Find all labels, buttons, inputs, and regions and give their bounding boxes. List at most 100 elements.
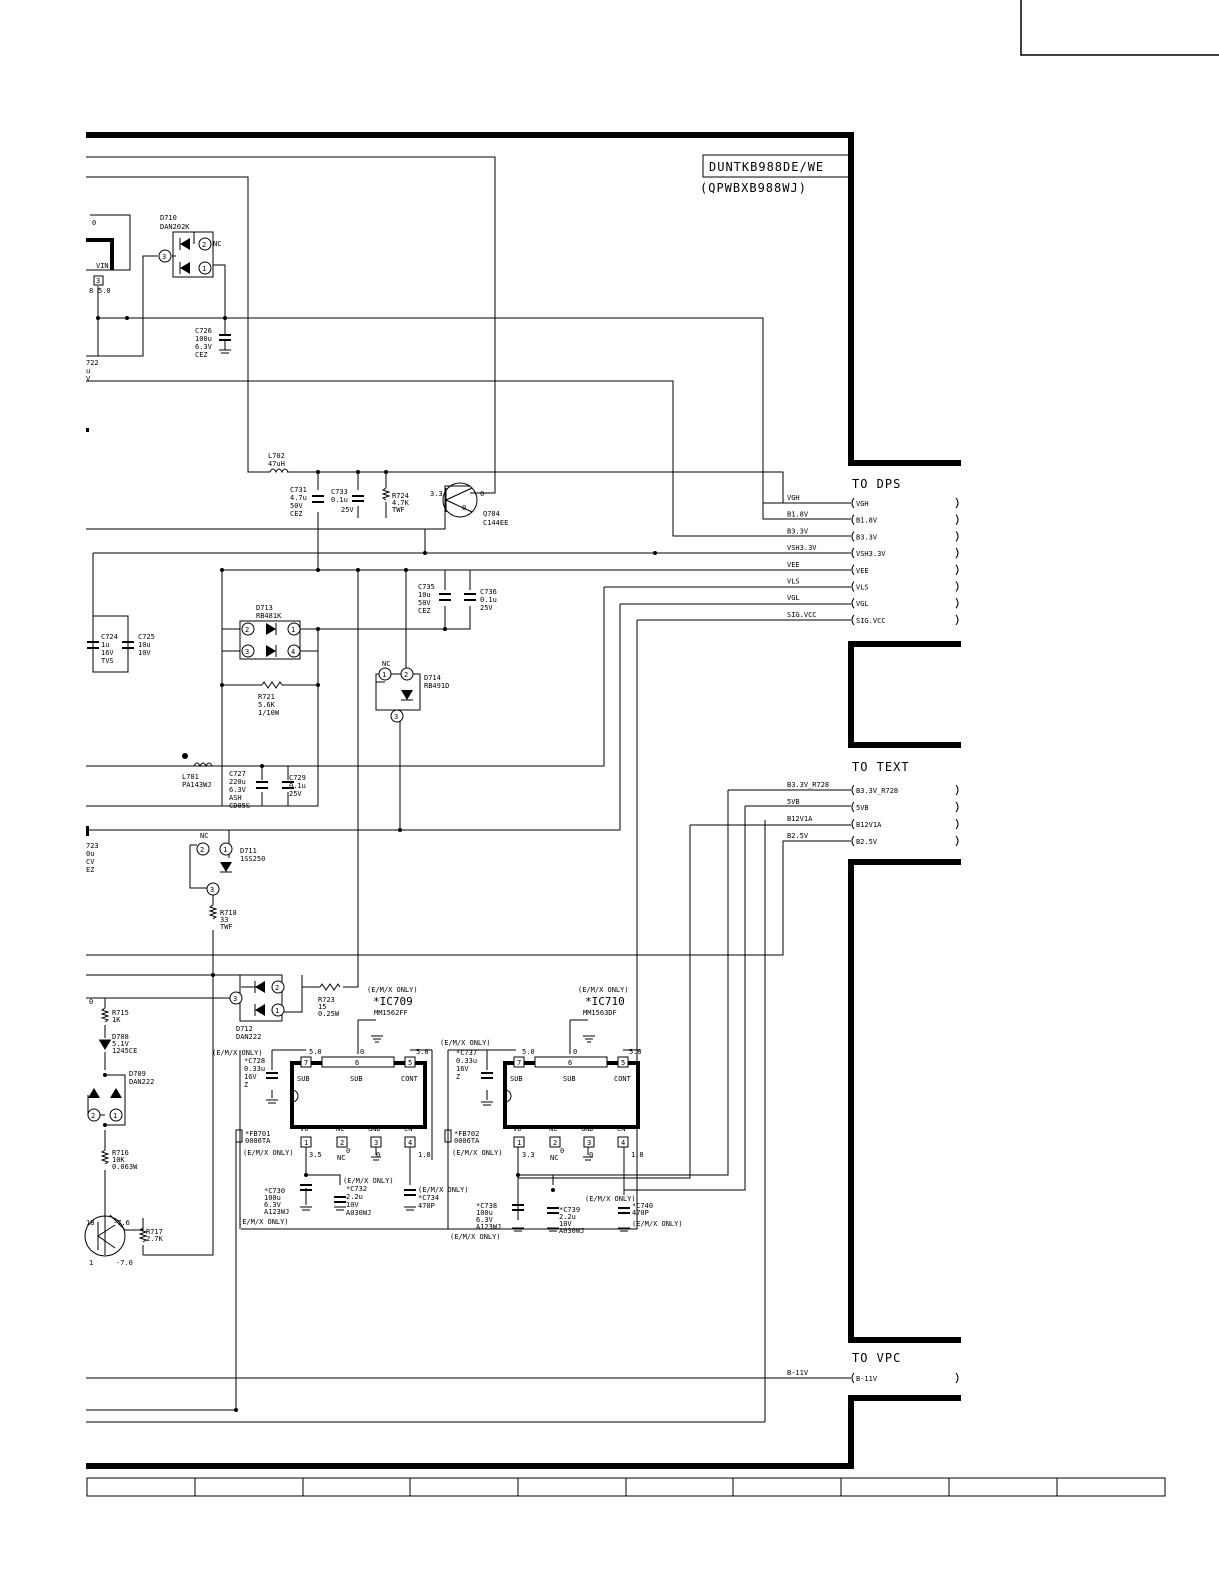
- svg-text:50V: 50V: [418, 599, 431, 607]
- svg-text:0006TA: 0006TA: [245, 1137, 271, 1145]
- svg-text:MM1562FF: MM1562FF: [374, 1009, 408, 1017]
- svg-text:0: 0: [480, 490, 484, 498]
- svg-text:TWF: TWF: [392, 506, 405, 514]
- net-label: B1.8V: [787, 511, 809, 519]
- svg-text:1u: 1u: [101, 641, 109, 649]
- svg-text:1.8: 1.8: [418, 1151, 431, 1159]
- svg-text:0.25W: 0.25W: [318, 1010, 340, 1018]
- svg-text:GND: GND: [368, 1125, 381, 1133]
- svg-text:0.063W: 0.063W: [112, 1163, 138, 1171]
- c735-capacitor: C735 10u 50V CEZ: [418, 583, 451, 615]
- svg-text:7: 7: [304, 1059, 308, 1067]
- svg-text:1: 1: [89, 1259, 93, 1267]
- svg-text:Z: Z: [244, 1081, 248, 1089]
- svg-text:D711: D711: [240, 847, 257, 855]
- svg-text:R717: R717: [146, 1228, 163, 1236]
- d710-diode-pair: D710 DAN202K 3 2 1 NC: [158, 214, 221, 278]
- board-label: (QPWBXB988WJ): [700, 181, 807, 195]
- svg-text:*FB702: *FB702: [454, 1130, 479, 1138]
- svg-text:CD05S: CD05S: [229, 802, 250, 810]
- svg-text:100u: 100u: [195, 335, 212, 343]
- svg-text:VIN: VIN: [96, 262, 109, 270]
- svg-text:15: 15: [318, 1003, 326, 1011]
- connector-pin-label: VSH3.3V: [856, 550, 886, 558]
- svg-text:16V: 16V: [244, 1073, 257, 1081]
- connector-pin-open: [851, 514, 855, 526]
- net-label: B-11V: [787, 1369, 809, 1377]
- svg-text:NC: NC: [337, 1154, 345, 1162]
- svg-text:*C737: *C737: [456, 1049, 477, 1057]
- svg-text:1: 1: [113, 1112, 117, 1120]
- svg-text:4.7u: 4.7u: [290, 494, 307, 502]
- svg-text:A030WJ: A030WJ: [346, 1209, 371, 1217]
- svg-text:4.7K: 4.7K: [392, 499, 410, 507]
- svg-text:C724: C724: [101, 633, 118, 641]
- svg-text:DAN222: DAN222: [129, 1078, 154, 1086]
- c738-capacitor: *C738 100u 6.3V A123WJ (E/M/X ONLY): [450, 1202, 524, 1241]
- connector-pin-open: [851, 784, 855, 796]
- connector-pin-open: [851, 547, 855, 559]
- svg-text:NC: NC: [550, 1154, 558, 1162]
- c740-capacitor: (E/M/X ONLY) *C740 470P (E/M/X ONLY): [585, 1195, 683, 1228]
- wiring: [86, 156, 851, 1423]
- svg-text:10K: 10K: [112, 1156, 125, 1164]
- c739-capacitor: *C739 2.2u 10V A030WJ: [547, 1206, 584, 1235]
- svg-text:7: 7: [517, 1059, 521, 1067]
- svg-text:2.2u: 2.2u: [346, 1193, 363, 1201]
- svg-text:0.1u: 0.1u: [289, 782, 306, 790]
- connector-pin-label: B2.5V: [856, 838, 878, 846]
- r715-resistor: 0 R715 1K: [89, 998, 129, 1024]
- svg-text:5.0: 5.0: [522, 1048, 535, 1056]
- connector-pin-label: VGL: [856, 600, 869, 608]
- svg-text:SUB: SUB: [510, 1075, 523, 1083]
- connector-pin-close: [955, 1372, 959, 1384]
- fb702-bead: *FB702 0006TA (E/M/X ONLY): [444, 1129, 503, 1157]
- svg-text:3: 3: [394, 713, 398, 721]
- connector-pin-open: [851, 614, 855, 626]
- svg-text:C725: C725: [138, 633, 155, 641]
- svg-text:*C732: *C732: [346, 1185, 367, 1193]
- svg-text:0.1u: 0.1u: [331, 496, 348, 504]
- svg-text:A030WJ: A030WJ: [559, 1227, 584, 1235]
- svg-text:0: 0: [589, 1151, 593, 1159]
- svg-text:16V: 16V: [101, 649, 114, 657]
- junctions: [96, 316, 657, 1412]
- to-text-title: TO TEXT: [852, 760, 910, 774]
- svg-text:25V: 25V: [341, 506, 354, 514]
- c729-capacitor: C729 0.1u 25V: [282, 774, 306, 798]
- connector-pin-label: 5VB: [856, 804, 869, 812]
- svg-text:1: 1: [517, 1139, 521, 1147]
- c722-capacitor: 722 u V: [86, 359, 99, 432]
- svg-text:0u: 0u: [86, 850, 94, 858]
- net-label: B3.3V_R728: [787, 781, 829, 789]
- svg-text:470P: 470P: [632, 1209, 649, 1217]
- board-outline: [86, 132, 961, 1469]
- svg-text:3: 3: [374, 1139, 378, 1147]
- svg-text:R715: R715: [112, 1009, 129, 1017]
- connector-pin-close: [955, 801, 959, 813]
- svg-text:CN: CN: [617, 1125, 625, 1133]
- svg-text:2: 2: [91, 1112, 95, 1120]
- connector-pin-close: [955, 597, 959, 609]
- svg-text:A123WJ: A123WJ: [264, 1208, 289, 1216]
- svg-text:723: 723: [86, 842, 99, 850]
- svg-text:(E/M/X ONLY): (E/M/X ONLY): [440, 1039, 491, 1047]
- svg-text:C727: C727: [229, 770, 246, 778]
- svg-text:VO: VO: [300, 1125, 308, 1133]
- svg-text:18: 18: [86, 1219, 94, 1227]
- svg-text:0.33u: 0.33u: [244, 1065, 265, 1073]
- net-label: B3.3V: [787, 527, 809, 535]
- svg-text:100u: 100u: [476, 1209, 493, 1217]
- net-label: VGH: [787, 494, 800, 502]
- c723-capacitor: 723 0u CV EZ: [86, 826, 99, 874]
- svg-text:CN: CN: [404, 1125, 412, 1133]
- svg-text:2: 2: [340, 1139, 344, 1147]
- svg-text:0: 0: [573, 1048, 577, 1056]
- svg-text:*IC709: *IC709: [373, 995, 413, 1008]
- r716-resistor: R716 10K 0.063W: [100, 1149, 138, 1171]
- svg-text:MM1563DF: MM1563DF: [583, 1009, 617, 1017]
- to-dps-title: TO DPS: [852, 477, 901, 491]
- svg-text:RB491D: RB491D: [424, 682, 449, 690]
- svg-text:(E/M/X ONLY): (E/M/X ONLY): [343, 1177, 394, 1185]
